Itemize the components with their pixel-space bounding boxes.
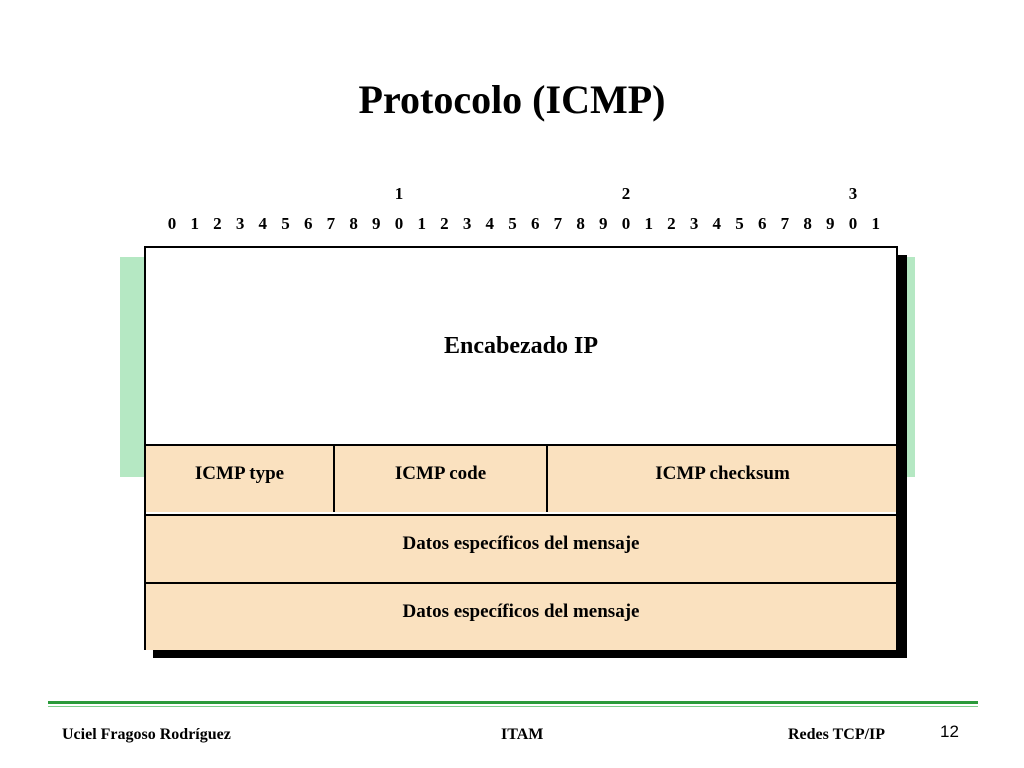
bit-index-22: 2 (667, 214, 676, 233)
bit-index-5: 5 (281, 214, 290, 233)
bit-index-28: 8 (803, 214, 812, 233)
footer-course: Redes TCP/IP (788, 726, 886, 743)
icmp-type-label: ICMP type (194, 463, 285, 484)
bit-index-9: 9 (372, 214, 381, 233)
bit-index-12: 2 (440, 214, 449, 233)
bit-index-3: 3 (235, 214, 245, 233)
bit-tens-2: 2 (621, 184, 631, 203)
bit-index-18: 8 (576, 214, 585, 233)
bit-tens-3: 3 (848, 184, 858, 203)
bit-index-31: 1 (871, 214, 880, 233)
bit-index-27: 7 (780, 214, 790, 233)
bit-index-0: 0 (167, 214, 177, 233)
footer-author: Uciel Fragoso Rodríguez (62, 726, 231, 743)
slide-title: Protocolo (ICMP) (358, 77, 666, 122)
bit-index-17: 7 (553, 214, 563, 233)
data-row-1: Datos específicos del mensaje (146, 514, 896, 582)
bit-index-24: 4 (712, 214, 722, 233)
bit-index-29: 9 (826, 214, 835, 233)
icmp-code-cell: ICMP code (335, 446, 548, 512)
ip-header-label: Encabezado IP (443, 332, 598, 359)
bit-index-2: 2 (213, 214, 222, 233)
bit-index-13: 3 (462, 214, 472, 233)
bit-tens-1: 1 (394, 184, 404, 203)
bit-index-30: 0 (848, 214, 858, 233)
footer-institution: ITAM (501, 726, 544, 743)
data-row-2: Datos específicos del mensaje (146, 582, 896, 650)
bit-index-25: 5 (735, 214, 744, 233)
bit-index-16: 6 (530, 214, 540, 233)
ip-header-block: Encabezado IP (146, 248, 896, 446)
bit-index-26: 6 (757, 214, 767, 233)
packet-diagram: Encabezado IP ICMP type ICMP code ICMP c… (144, 246, 898, 650)
icmp-type-cell: ICMP type (146, 446, 335, 512)
bit-index-11: 1 (417, 214, 426, 233)
icmp-header-row: ICMP type ICMP code ICMP checksum (146, 446, 896, 512)
bit-index-15: 5 (508, 214, 517, 233)
bit-index-14: 4 (485, 214, 495, 233)
bit-index-4: 4 (258, 214, 268, 233)
icmp-checksum-label: ICMP checksum (655, 463, 790, 484)
bit-index-20: 0 (621, 214, 631, 233)
data-row-2-label: Datos específicos del mensaje (402, 601, 640, 622)
bit-index-1: 1 (190, 214, 199, 233)
data-row-1-label: Datos específicos del mensaje (402, 533, 640, 554)
bit-index-6: 6 (303, 214, 313, 233)
bit-index-7: 7 (326, 214, 336, 233)
bit-index-10: 0 (394, 214, 404, 233)
bit-index-19: 9 (599, 214, 608, 233)
bit-index-23: 3 (689, 214, 699, 233)
icmp-code-label: ICMP code (394, 463, 487, 484)
bit-index-8: 8 (349, 214, 358, 233)
footer-divider-thin (48, 706, 978, 707)
bit-index-21: 1 (644, 214, 653, 233)
footer-divider (48, 701, 978, 704)
page-number: 12 (940, 722, 959, 741)
icmp-checksum-cell: ICMP checksum (549, 446, 896, 512)
